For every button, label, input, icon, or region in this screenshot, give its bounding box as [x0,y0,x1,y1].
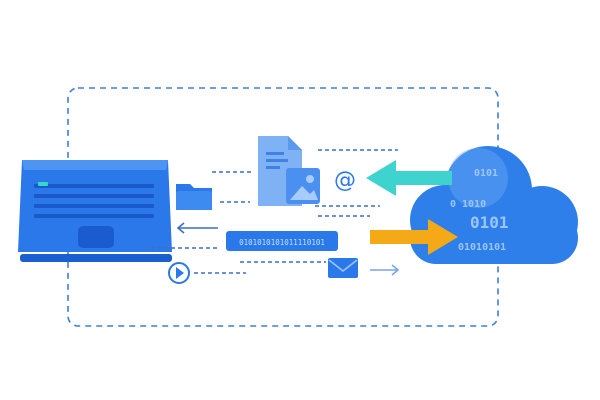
laptop-icon [18,160,172,262]
binary-data-strip: 0101010101011110101 [226,231,338,251]
cloud-binary-row: 01010101 [458,242,506,253]
cloud-binary-row: 0101 [470,213,509,232]
cloud-binary-row: 0101 [474,168,498,179]
cloud-binary-row: 0 1010 [450,199,486,210]
arrow-right-envelope [370,264,400,276]
cyan-arrow-left [366,160,452,196]
arrow-left-to-laptop [176,222,218,234]
orange-arrow-right [370,219,458,255]
play-icon [168,262,190,284]
cloud-icon: 0101 0 1010 0101 01010101 [410,146,578,264]
image-icon [286,168,320,204]
envelope-icon [328,258,358,278]
at-sign-icon: @ [334,168,356,193]
binary-strip-text: 0101010101011110101 [239,238,325,247]
folder-icon [176,184,212,210]
